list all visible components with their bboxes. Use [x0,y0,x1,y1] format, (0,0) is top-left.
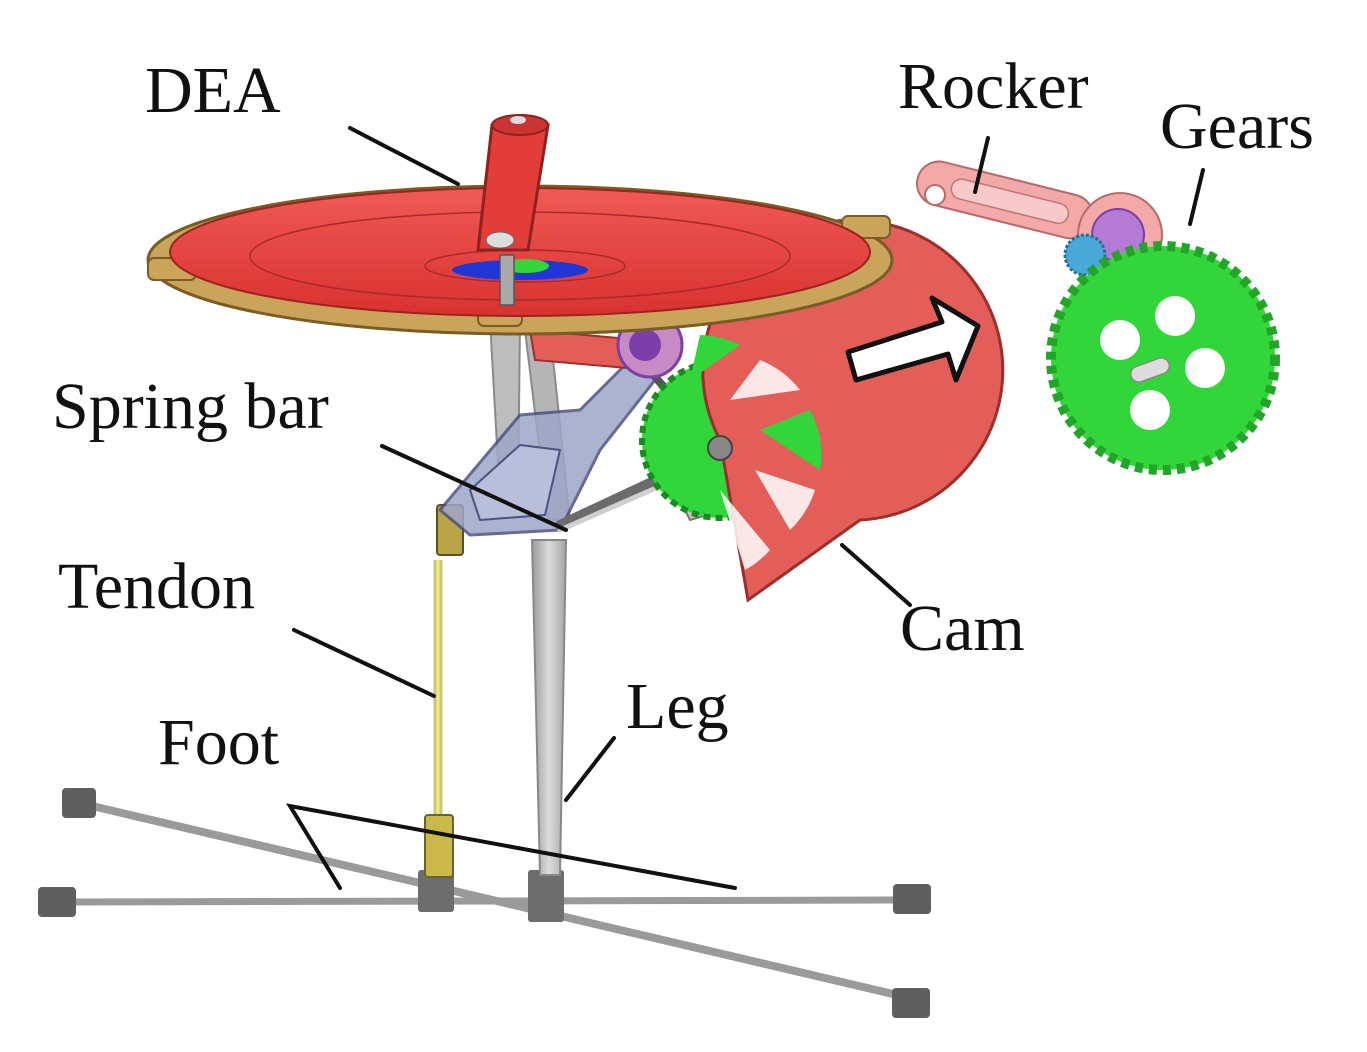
leader-dea [348,126,460,186]
foot-pad [62,788,96,818]
foot-pad [893,884,931,914]
leader-tendon [292,628,436,698]
leader-foot [285,803,737,890]
leg [488,319,572,876]
label-tendon: Tendon [58,550,255,623]
tendon-clamp-bottom [424,814,454,878]
tendon [424,504,464,878]
foot-pad [38,887,76,917]
foot-bar-cross [51,896,919,906]
foot [38,788,931,1018]
cam [690,218,1005,603]
label-foot: Foot [158,706,279,779]
detail-arrow [845,295,981,383]
foot-joint [418,870,454,912]
dea [146,114,894,336]
leader-lines [285,126,1205,890]
foot-pad [892,988,930,1018]
leader-cam [840,543,912,607]
label-gears: Gears [1160,90,1314,163]
gear-detail [916,160,1280,475]
foot-joint [528,870,564,922]
label-rocker: Rocker [898,50,1089,123]
label-spring-bar: Spring bar [52,370,329,443]
leader-spring-bar [380,444,568,532]
gear-large [1046,241,1280,475]
leader-leg [564,736,616,802]
labels: DEA Rocker Gears Spring bar Tendon Cam L… [52,50,1314,779]
label-cam: Cam [900,592,1025,665]
label-dea: DEA [145,54,281,127]
label-leg: Leg [626,670,729,743]
leader-gears [1188,168,1205,226]
leader-rocker [973,136,990,194]
